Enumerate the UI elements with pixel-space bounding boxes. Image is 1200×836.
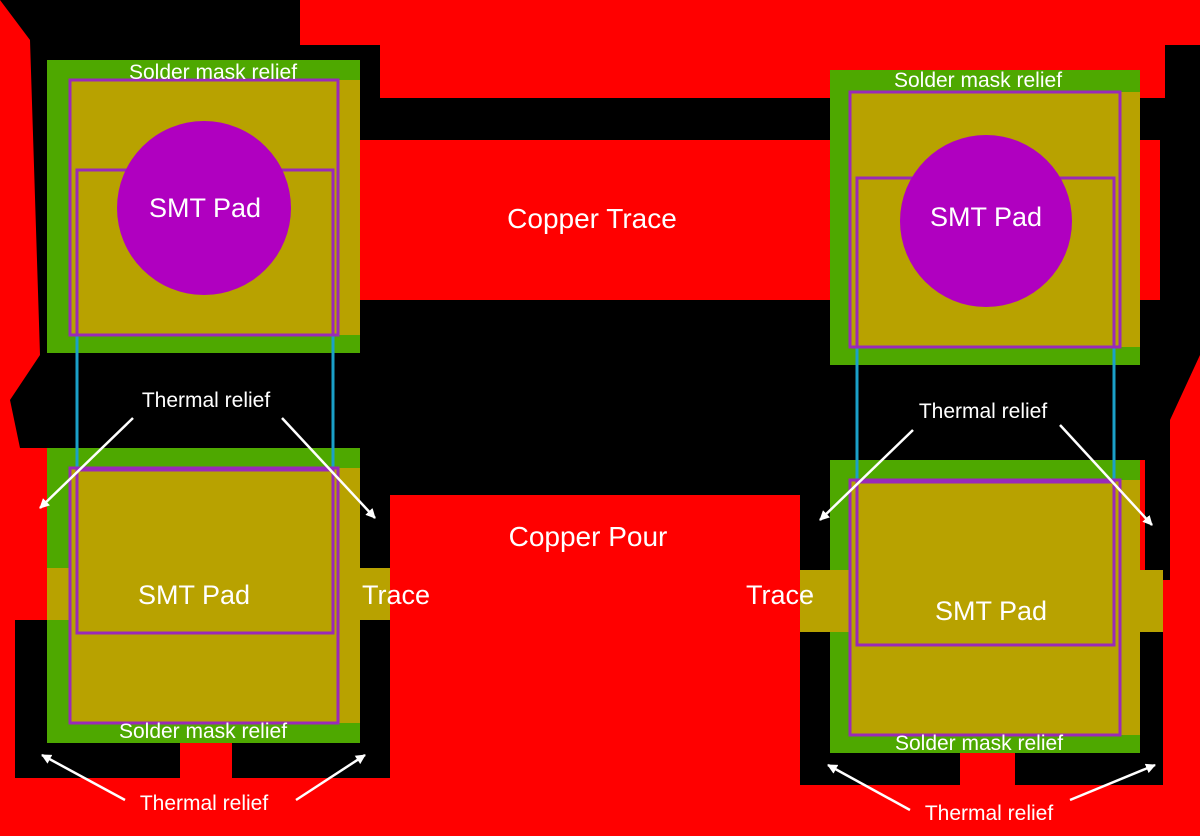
trace-right-stub — [800, 570, 1163, 632]
clearance-right-right-lower — [1140, 632, 1163, 785]
left-top-pad-label: SMT Pad — [149, 193, 261, 223]
clearance-left-bottom-a — [15, 740, 180, 778]
right-bottom-pad-label: SMT Pad — [935, 596, 1047, 626]
arrow-left-bot-b — [295, 753, 366, 802]
left-thermal-bottom-label: Thermal relief — [140, 792, 269, 815]
arrow-left-mid-a — [39, 417, 134, 509]
arrow-right-bot-a — [827, 763, 911, 812]
pad-layer — [47, 80, 1163, 735]
clearance-left-right-lower — [360, 620, 390, 778]
arrow-left-bot-a — [41, 753, 126, 802]
right-top-mask-label: Solder mask relief — [894, 69, 1062, 92]
right-top-pad-label: SMT Pad — [930, 202, 1042, 232]
left-bottom-mask-label: Solder mask relief — [119, 720, 287, 743]
clearance-right-bottom-b — [1015, 750, 1163, 785]
via-right — [900, 135, 1072, 307]
thermal-relief-arrows — [39, 417, 1156, 812]
arrow-left-mid-b — [281, 417, 376, 519]
thermal-lines — [75, 335, 1116, 480]
left-trace-label: Trace — [362, 580, 430, 610]
clearance-right-mid-left — [800, 460, 832, 580]
arrow-right-mid-b — [1059, 424, 1153, 526]
clearance-right-bottom-a — [800, 750, 960, 785]
left-top-mask-label: Solder mask relief — [129, 61, 297, 84]
copper-trace-label: Copper Trace — [507, 203, 677, 234]
via-left — [117, 121, 291, 295]
right-thermal-mid-label: Thermal relief — [919, 400, 1048, 423]
left-thermal-mid-label: Thermal relief — [142, 389, 271, 412]
copper-pour-label: Copper Pour — [509, 521, 668, 552]
right-thermal-bottom-label: Thermal relief — [925, 802, 1054, 825]
right-bottom-mask-label: Solder mask relief — [895, 732, 1063, 755]
right-trace-label: Trace — [746, 580, 814, 610]
outline-layer — [68, 78, 1122, 737]
arrow-right-mid-a — [819, 429, 914, 521]
left-bottom-pad-label: SMT Pad — [138, 580, 250, 610]
arrow-right-bot-b — [1069, 763, 1156, 802]
